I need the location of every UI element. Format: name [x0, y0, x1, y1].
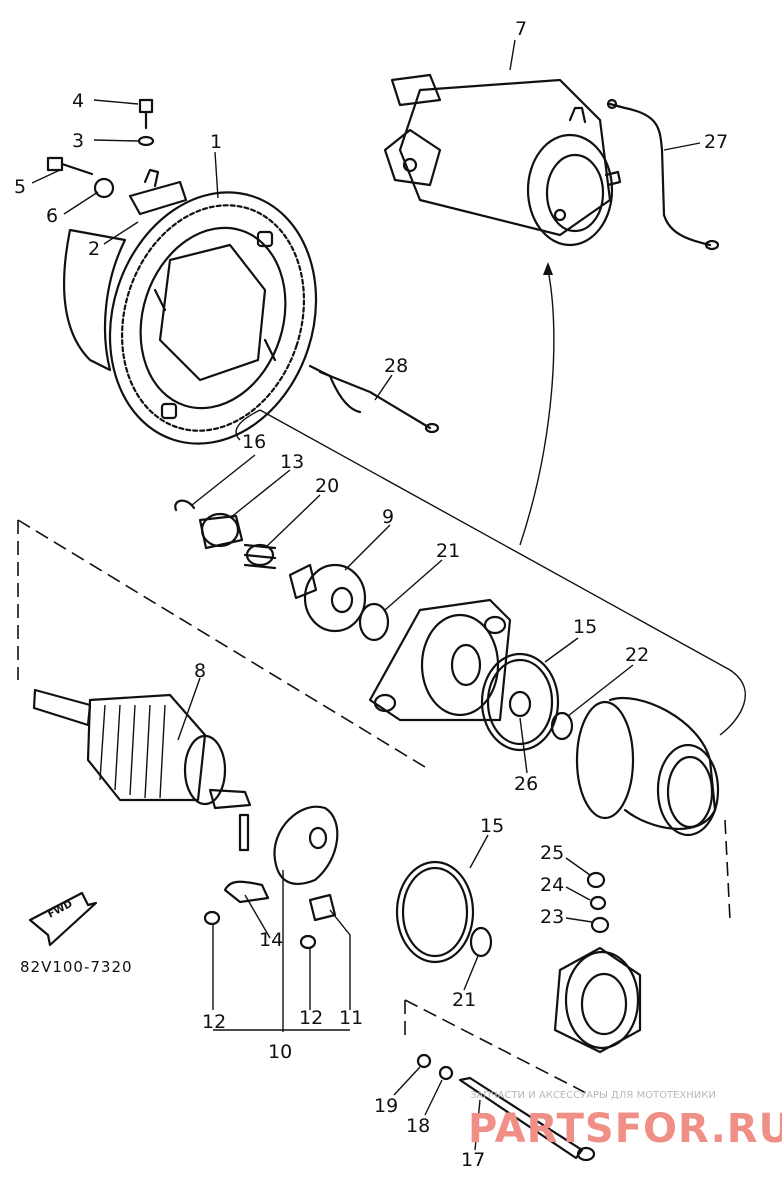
ground-wire: [308, 364, 440, 434]
callout-21b: 21: [452, 989, 476, 1011]
callout-7: 7: [515, 18, 527, 40]
front-cover: [368, 598, 512, 722]
o-rings: [480, 652, 574, 752]
part-code: 82V100-7320: [20, 958, 133, 976]
callout-21a: 21: [436, 540, 460, 562]
callout-12b: 12: [299, 1007, 323, 1029]
callout-14: 14: [259, 929, 283, 951]
callout-25: 25: [540, 842, 564, 864]
callout-27: 27: [704, 131, 728, 153]
callout-28: 28: [384, 355, 408, 377]
starter-motor: [383, 73, 622, 247]
callout-10: 10: [268, 1041, 292, 1063]
callout-9: 9: [382, 506, 394, 528]
fwd-label: FWD: [46, 899, 74, 921]
lower-o-ring: [395, 860, 493, 964]
rear-cover: [553, 871, 642, 1054]
callout-22: 22: [625, 644, 649, 666]
clutch-parts: [174, 499, 390, 642]
brush-holder: [203, 805, 339, 950]
fwd-arrow: FWD: [28, 891, 98, 947]
callout-2: 2: [88, 238, 100, 260]
callout-17: 17: [461, 1149, 485, 1171]
callout-20: 20: [315, 475, 339, 497]
yoke: [575, 697, 720, 837]
callout-15a: 15: [573, 616, 597, 638]
callout-8: 8: [194, 660, 206, 682]
lead-wire: [606, 98, 720, 251]
watermark-tagline: ЗАПЧАСТИ И АКСЕССУАРЫ ДЛЯ МОТОТЕХНИКИ: [470, 1090, 716, 1101]
armature: [32, 688, 252, 810]
watermark-logo: PARTSFOR.RU: [468, 1106, 782, 1152]
callout-26: 26: [514, 773, 538, 795]
callout-16: 16: [242, 431, 266, 453]
callout-6: 6: [46, 205, 58, 227]
starter-ring-gear: [62, 191, 318, 445]
leader-lines: [31, 39, 701, 1151]
assembly-outline: [17, 262, 746, 1096]
callout-23: 23: [540, 906, 564, 928]
through-bolt: [416, 1053, 596, 1162]
callout-11: 11: [339, 1007, 363, 1029]
callout-18: 18: [406, 1115, 430, 1137]
callout-1: 1: [210, 131, 222, 153]
callout-3: 3: [72, 130, 84, 152]
watermark: ЗАПЧАСТИ И АКСЕССУАРЫ ДЛЯ МОТОТЕХНИКИ PA…: [468, 1090, 782, 1152]
callout-4: 4: [72, 90, 84, 112]
callout-19: 19: [374, 1095, 398, 1117]
callout-labels: 4 3 5 6 2 1 7 27 28 16 13 20 9 21 15 22 …: [14, 18, 728, 1171]
callout-15b: 15: [480, 815, 504, 837]
callout-13: 13: [280, 451, 304, 473]
callout-12a: 12: [202, 1011, 226, 1033]
callout-5: 5: [14, 176, 26, 198]
fastener-group: [46, 98, 188, 216]
callout-24: 24: [540, 874, 564, 896]
